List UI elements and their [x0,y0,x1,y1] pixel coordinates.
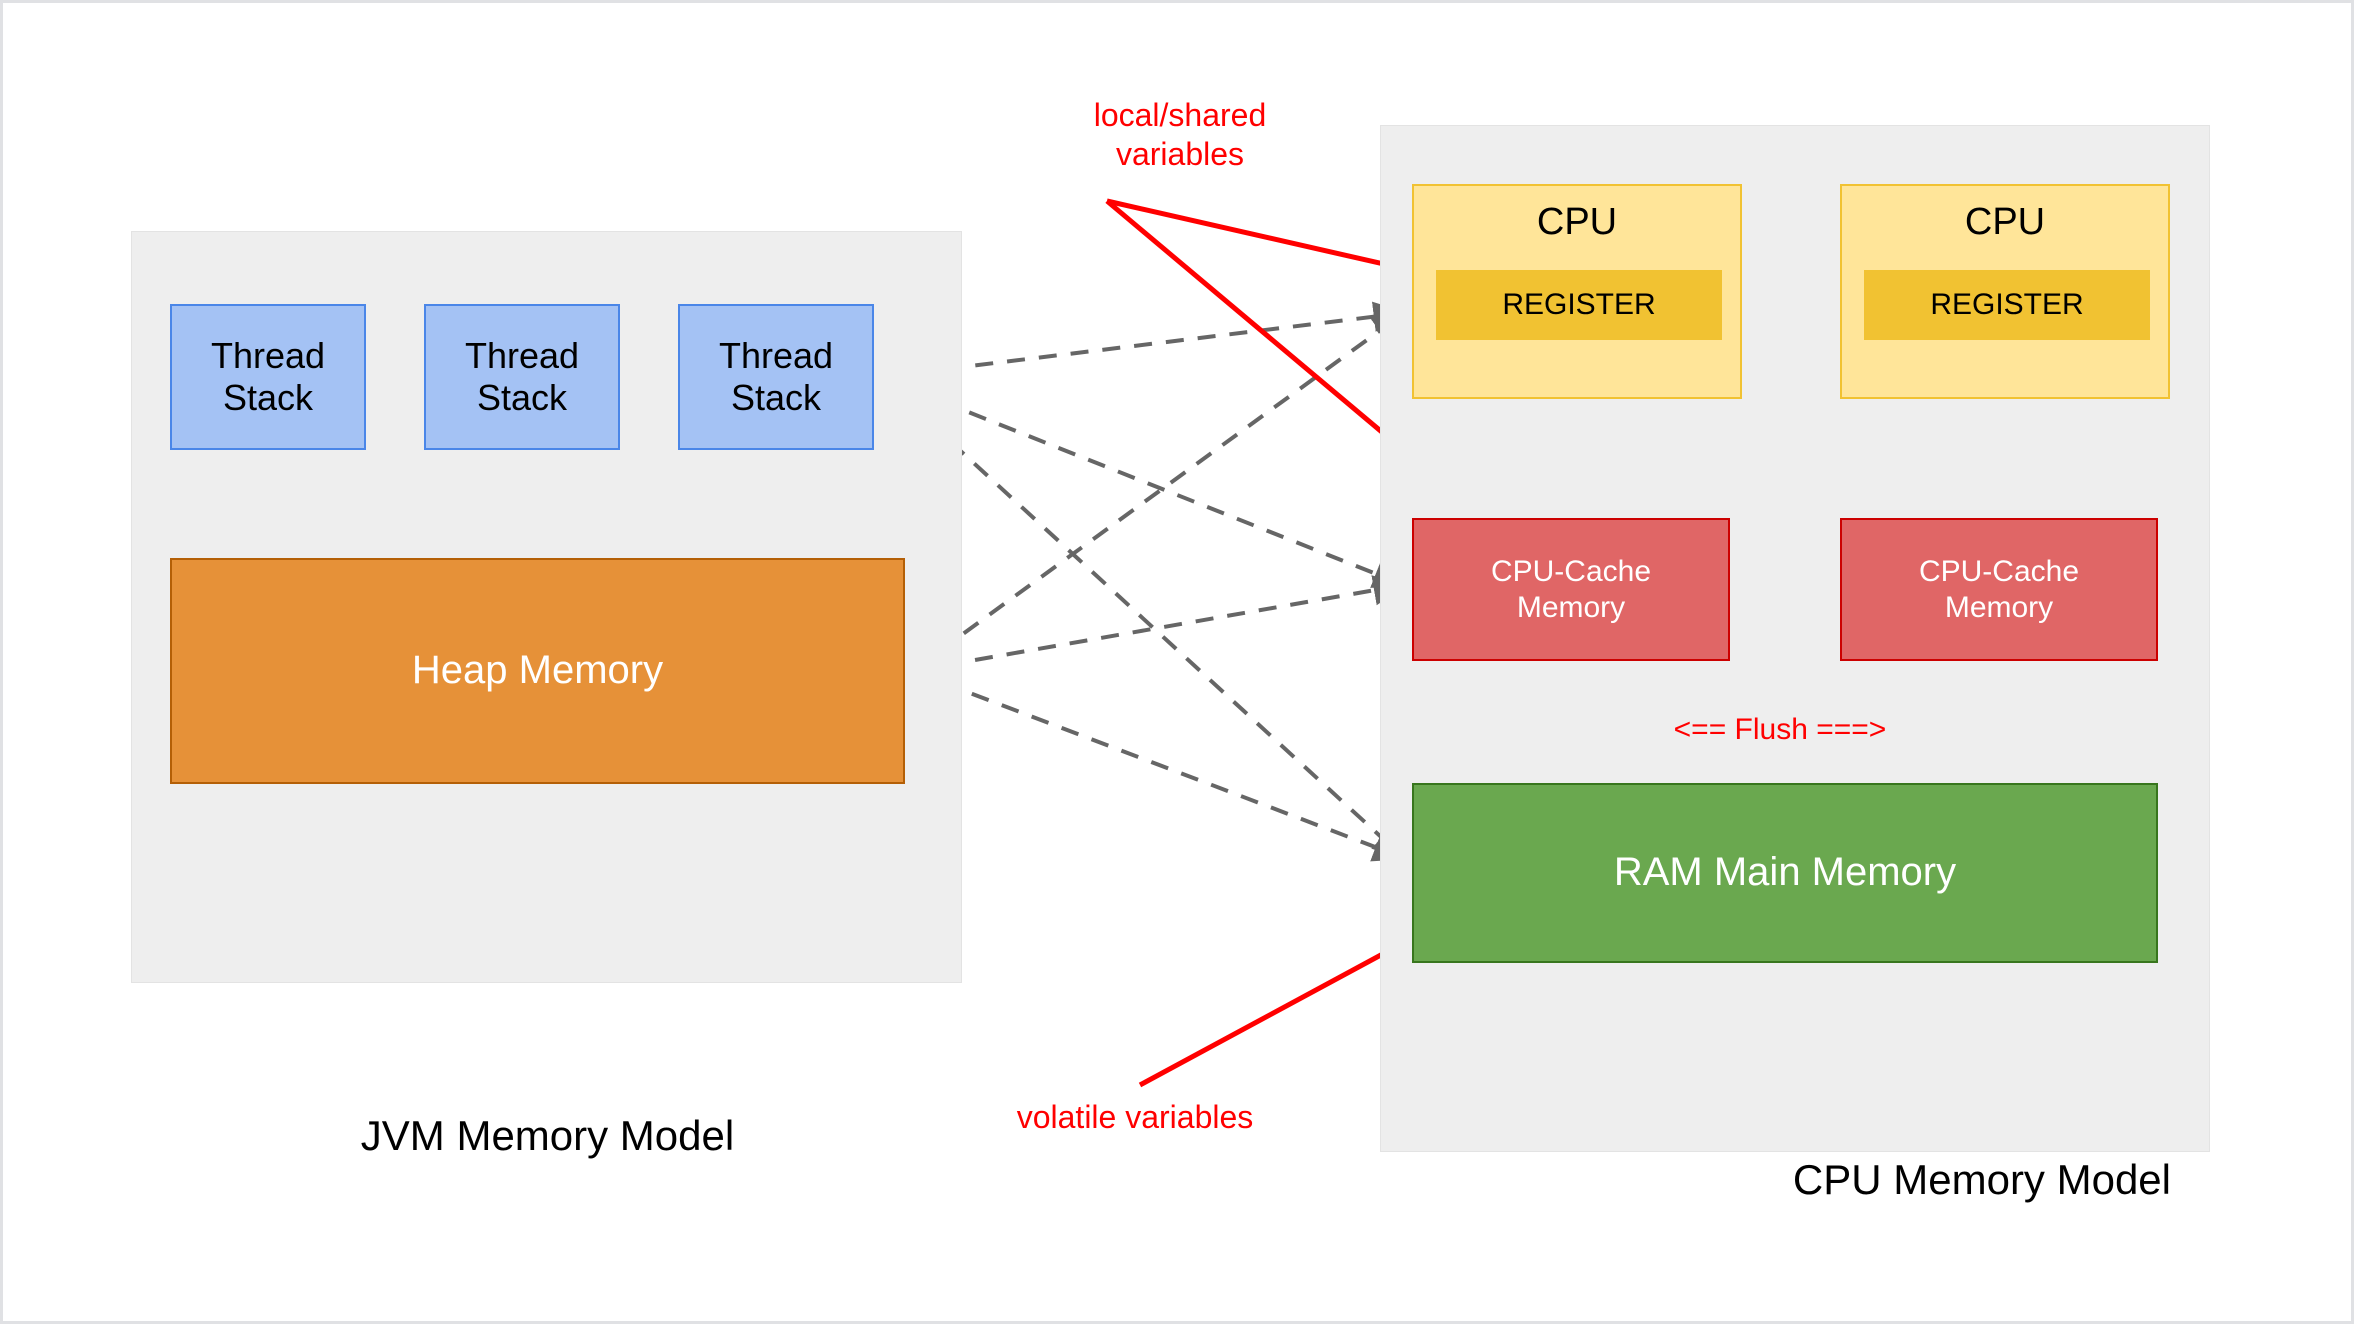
cpu-box-2[interactable]: CPU REGISTER [1840,184,2170,399]
thread-stack-box-3[interactable]: Thread Stack [678,304,874,450]
register-box-2[interactable]: REGISTER [1864,270,2150,340]
ram-main-memory-box[interactable]: RAM Main Memory [1412,783,2158,963]
heap-memory-box[interactable]: Heap Memory [170,558,905,784]
connector-heap-register [887,311,1407,689]
thread-stack-box-1[interactable]: Thread Stack [170,304,366,450]
cpu-box-1[interactable]: CPU REGISTER [1412,184,1742,399]
cpu-box-1-label: CPU [1536,201,1618,243]
connector-heap-cache [882,575,1408,686]
annotation-label-volatile-variables: volatile variables [1016,1099,1254,1135]
cpu-cache-memory-box-1[interactable]: CPU-Cache Memory [1412,518,1730,661]
thread-stack-box-2[interactable]: Thread Stack [424,304,620,450]
annotation-label-local-shared-variables: local/shared variables [1093,97,1267,173]
cpu-box-2-label: CPU [1964,201,2046,243]
cpu-cache-memory-box-2[interactable]: CPU-Cache Memory [1840,518,2158,661]
register-box-1[interactable]: REGISTER [1436,270,1722,340]
jvm-memory-model-title: JVM Memory Model [360,1112,735,1159]
annotation-label-flush: <== Flush ===> [1673,713,1887,746]
connector-heap-ram [883,657,1407,862]
cpu-memory-model-title: CPU Memory Model [1792,1156,2171,1203]
